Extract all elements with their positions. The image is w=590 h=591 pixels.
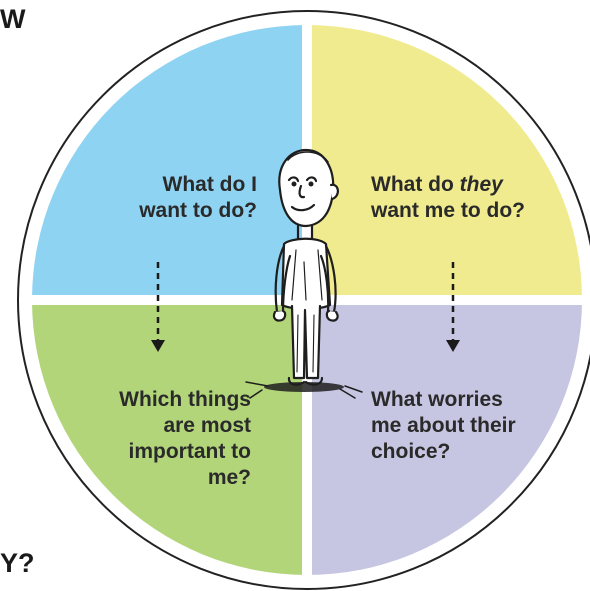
label-emphasis: they [459,173,503,196]
quadrant-label-top-right: What do they want me to do? [371,172,525,224]
quadrant-top-left [32,25,302,295]
label-line: choice? [371,440,451,463]
label-line: want me to do? [371,199,525,222]
quadrant-label-bottom-right: What worries me about their choice? [371,387,516,465]
label-line: want to do? [139,199,257,222]
circle-outline [17,10,590,590]
label-line: What do I [162,173,257,196]
label-line: me? [207,466,251,489]
quadrant-label-top-left: What do I want to do? [139,172,257,224]
quadrant-label-bottom-left: Which things are most important to me? [119,387,251,491]
label-line: What worries [371,388,503,411]
edge-fragment-top: W [0,4,26,34]
label-line: What do they [371,172,525,198]
edge-fragment-bottom: Y? [0,548,35,578]
arrow-left [151,262,165,352]
arrow-right [446,262,460,352]
label-line: me about their [371,414,516,437]
circle-ring [17,10,590,590]
label-text: What do [371,173,460,196]
label-line: important to [128,440,251,463]
label-line: are most [163,414,251,437]
person-sketch-icon [245,148,363,399]
label-line: Which things [119,388,251,411]
